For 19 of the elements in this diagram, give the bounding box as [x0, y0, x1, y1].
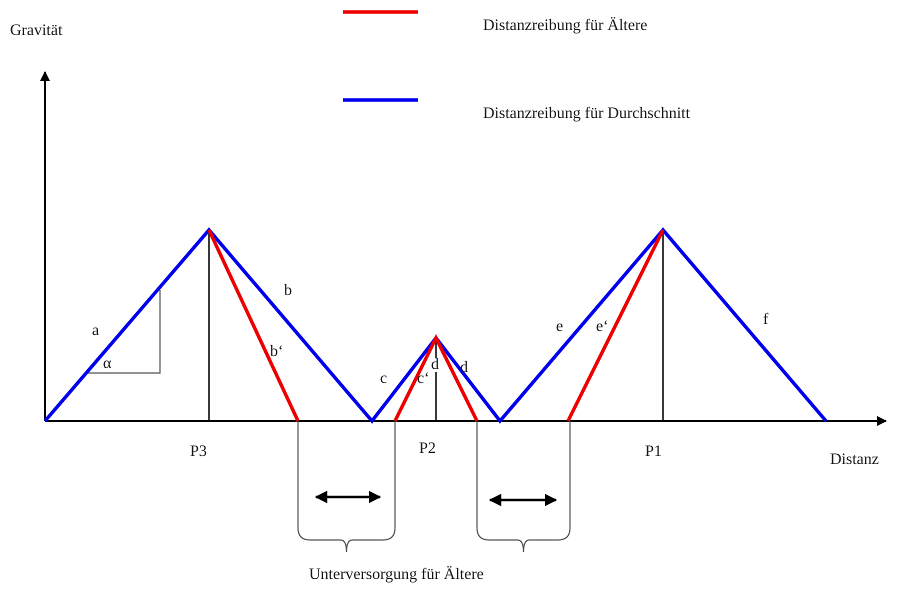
legend-text: Distanzreibung für Ältere [483, 17, 648, 35]
point-label: P3 [190, 443, 207, 461]
axis-label: Distanz [830, 451, 879, 469]
annotation: Unterversorgung für Ältere [309, 566, 484, 584]
point-label: P1 [645, 443, 662, 461]
angle-label: α [103, 355, 112, 373]
line-label: c‘ [417, 370, 430, 388]
line-label: c [380, 370, 388, 388]
line-label: b [284, 282, 292, 300]
line-label: d [431, 358, 439, 372]
line-label: b‘ [270, 343, 284, 361]
line-label: e [556, 318, 564, 336]
point-label: P2 [419, 440, 436, 458]
line-label: a [92, 322, 100, 340]
line-label: d [460, 359, 468, 377]
legend-text: Distanzreibung für Durchschnitt [483, 105, 690, 123]
axis-label: Gravität [10, 22, 62, 40]
line-label: f [763, 311, 768, 329]
line-label: e‘ [596, 318, 608, 336]
